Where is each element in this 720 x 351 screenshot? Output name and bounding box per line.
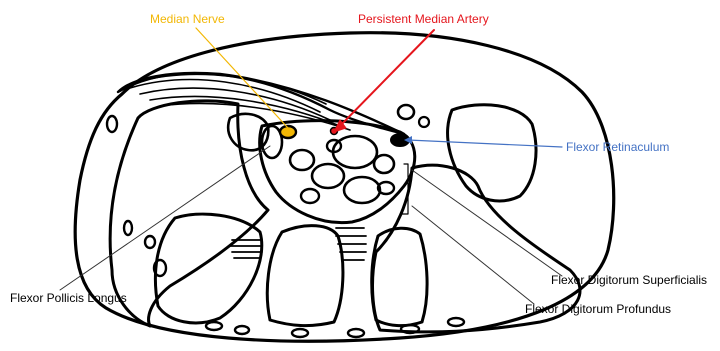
dorsal-tendon-3	[292, 329, 308, 337]
carpal-bone-4	[448, 105, 536, 201]
median-nerve-label: Median Nerve	[150, 12, 225, 26]
dorsal-tendon-6	[448, 318, 464, 326]
vessel-c	[107, 116, 117, 132]
leader-flexor-retinaculum	[408, 140, 562, 147]
dorsal-tendon-5	[401, 325, 419, 333]
flexor-pollicis-longus-label: Flexor Pollicis Longus	[10, 291, 127, 305]
vessel-e	[145, 236, 155, 248]
leader-fds	[412, 170, 562, 276]
vessel-b	[419, 117, 429, 127]
leader-fdp	[412, 206, 534, 304]
dorsal-tendon-2	[235, 326, 249, 334]
flexor-digitorum-superficialis-label: Flexor Digitorum Superficialis	[551, 273, 707, 287]
vessel-d	[124, 221, 132, 235]
tendon-4	[290, 150, 314, 170]
flexor-retinaculum-label: Flexor Retinaculum	[566, 140, 669, 154]
tendon-2	[312, 164, 344, 188]
carpal-bone-2	[267, 226, 343, 326]
vessel-a	[398, 105, 414, 119]
tendon-3	[344, 177, 380, 203]
tendon-5	[374, 155, 394, 173]
persistent-median-artery-label: Persistent Median Artery	[358, 12, 489, 26]
tendon-7	[301, 189, 319, 203]
carpal-bone-3	[372, 228, 427, 325]
dorsal-tendon-4	[348, 329, 364, 337]
dorsal-tendon-1	[206, 322, 222, 330]
leader-median-artery	[338, 30, 434, 128]
flexor-digitorum-profundus-label: Flexor Digitorum Profundus	[525, 302, 671, 316]
